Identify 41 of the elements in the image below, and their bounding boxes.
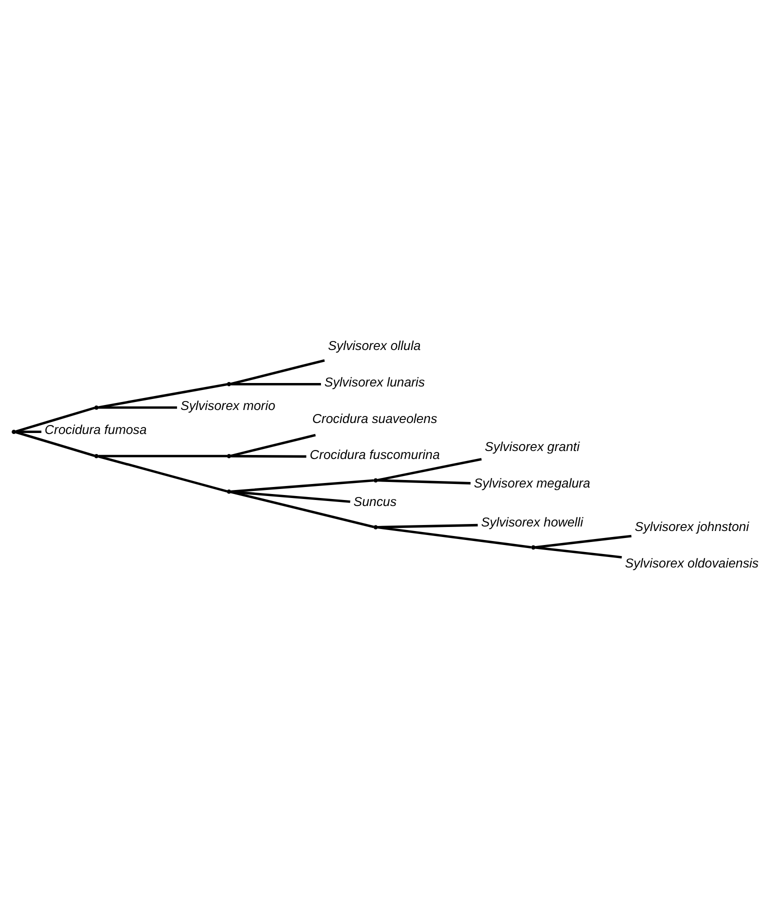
node-text: Sylvisorex johnstoni: [634, 519, 749, 534]
node-text: Crocidura fumosa: [44, 422, 147, 438]
node-text: Sylvisorex megalura: [474, 475, 590, 490]
connector: [230, 490, 350, 503]
node-text: Suncus: [353, 494, 397, 510]
connector: [230, 479, 374, 493]
connector: [15, 431, 95, 457]
node-point: [226, 490, 232, 494]
node-text: Crocidura suaveolens: [312, 410, 438, 426]
connector: [15, 406, 95, 433]
connector: [377, 524, 478, 528]
node-point: [12, 430, 16, 434]
node-point: [94, 405, 99, 410]
connector: [230, 359, 325, 386]
connector: [535, 534, 632, 549]
connector: [230, 434, 316, 458]
connector: [535, 546, 622, 558]
connector: [230, 490, 374, 528]
connector: [98, 406, 178, 409]
node-point: [226, 454, 232, 458]
node-text: Sylvisorex lunaris: [324, 374, 425, 390]
node-text: Sylvisorex granti: [484, 439, 580, 454]
node-text: Sylvisorex oldovaiensis: [625, 555, 759, 570]
connector: [98, 454, 228, 458]
node-text: Sylvisorex morio: [180, 398, 276, 413]
connector: [16, 430, 42, 434]
connector: [377, 458, 482, 482]
node-text: Crocidura fuscomurina: [310, 447, 440, 462]
node-text: Sylvisorex howelli: [481, 514, 584, 530]
connector: [98, 455, 228, 493]
connector: [377, 526, 532, 548]
connector: [98, 383, 228, 409]
connector: [231, 382, 321, 386]
node-point: [226, 382, 232, 386]
connector: [377, 479, 471, 484]
connector: [231, 454, 306, 458]
node-point: [531, 545, 536, 550]
node-text: Sylvisorex ollula: [328, 338, 421, 354]
node-point: [94, 454, 99, 458]
node-point: [374, 478, 378, 482]
node-point: [374, 525, 378, 530]
